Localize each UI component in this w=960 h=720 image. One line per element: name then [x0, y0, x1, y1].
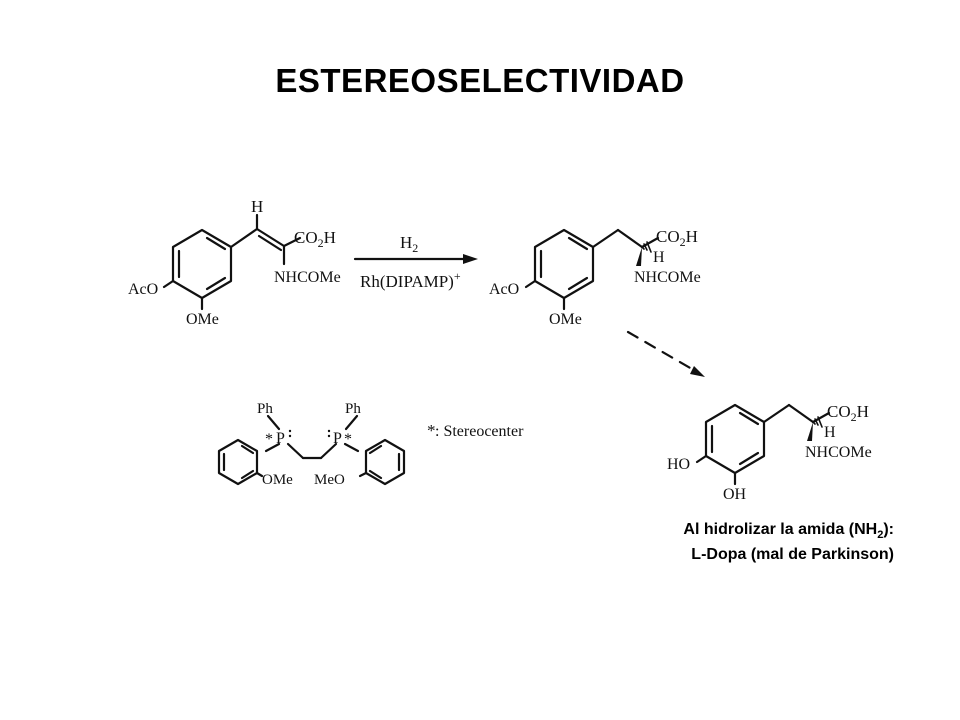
- product-methoxy-label: OMe: [549, 311, 582, 328]
- dipamp-phosphorus-left: P: [276, 430, 285, 447]
- product-amide-label: NHCOMe: [634, 269, 701, 286]
- substrate-methoxy-label: OMe: [186, 311, 219, 328]
- hydrolysis-caption-line-1: Al hidrolizar la amida (NH2):: [683, 521, 894, 542]
- stereocenter-legend: * : Stereocenter: [427, 421, 524, 440]
- substrate-acid-label: CO2H: [294, 228, 336, 250]
- dipamp-methoxy-left: OMe: [262, 472, 293, 488]
- l-dopa-acid-label: CO2H: [827, 402, 869, 424]
- l-dopa-h-label: H: [824, 424, 836, 441]
- product-acid-label: CO2H: [656, 227, 698, 249]
- l-dopa-hydroxy-bottom-label: OH: [723, 486, 747, 503]
- product-benzene-ring: [533, 228, 595, 300]
- legend-marker: *: [427, 421, 436, 440]
- legend-text: : Stereocenter: [435, 423, 524, 440]
- dipamp-ligand: Ph Ph * P P * OMe MeO: [217, 401, 406, 488]
- l-dopa-amide-label: NHCOMe: [805, 444, 872, 461]
- l-dopa-benzene-ring: [704, 403, 766, 475]
- dipamp-stereo-marker-left: *: [265, 431, 273, 448]
- substrate-molecule: H CO2H NHCOMe AcO OMe: [128, 197, 341, 328]
- l-dopa-hydroxy-left-label: HO: [667, 456, 690, 473]
- reagent-hydrogen: H2: [400, 233, 418, 255]
- dipamp-anisyl-ring-right: [364, 438, 406, 486]
- dipamp-phenyl-right: Ph: [345, 401, 361, 417]
- hydrolysis-dashed-arrow: [626, 330, 705, 377]
- substrate-benzene-ring: [171, 228, 233, 300]
- hydrolysis-caption-line-2: L-Dopa (mal de Parkinson): [691, 546, 894, 563]
- slide-title: ESTEREOSELECTIVIDAD: [275, 62, 685, 99]
- reagent-catalyst: Rh(DIPAMP)+: [360, 269, 461, 291]
- dipamp-methoxy-right: MeO: [314, 472, 345, 488]
- product-h-label: H: [653, 249, 665, 266]
- product-molecule: CO2H H NHCOMe AcO OMe: [489, 227, 701, 328]
- l-dopa-molecule: CO2H H NHCOMe HO OH: [667, 402, 872, 503]
- dipamp-stereo-marker-right: *: [344, 431, 352, 448]
- substrate-h-label: H: [251, 197, 263, 216]
- dipamp-phosphorus-right: P: [333, 430, 342, 447]
- dipamp-anisyl-ring-left: [217, 438, 259, 486]
- substrate-acetoxy-label: AcO: [128, 281, 158, 298]
- product-acetoxy-label: AcO: [489, 281, 519, 298]
- dipamp-phenyl-left: Ph: [257, 401, 273, 417]
- substrate-amide-label: NHCOMe: [274, 269, 341, 286]
- reaction-arrow: H2 Rh(DIPAMP)+: [353, 233, 478, 291]
